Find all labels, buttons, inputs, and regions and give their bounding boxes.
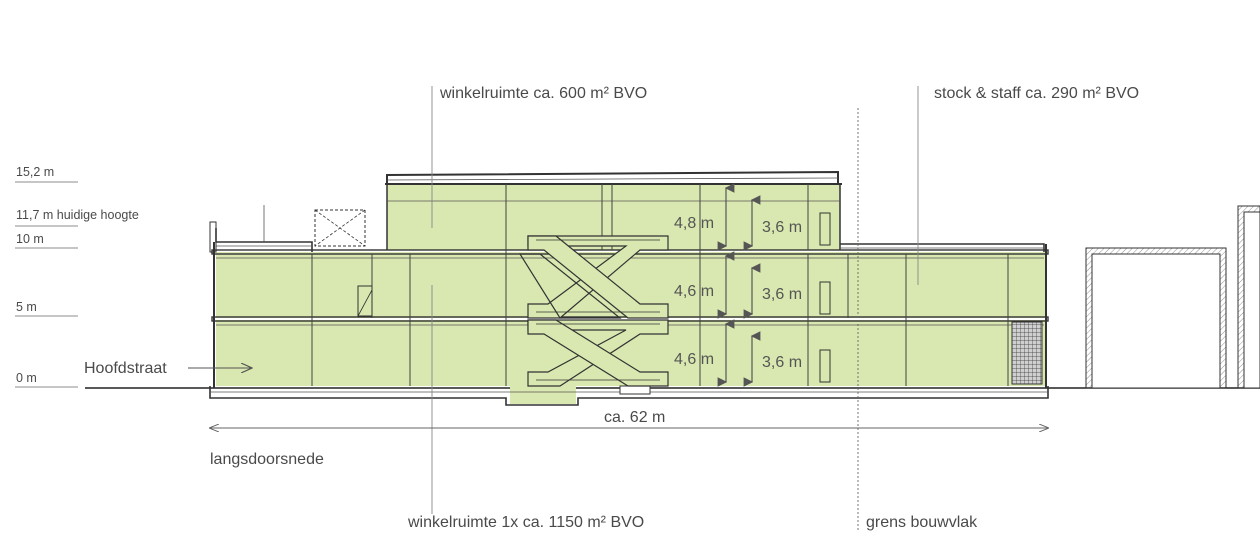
level-markers: 15,2 m 11,7 m huidige hoogte 10 m 5 m 0 … (15, 165, 139, 388)
section-title: langsdoorsnede (210, 451, 324, 468)
clear-height-label: 3,6 m (762, 219, 802, 236)
street-label: Hoofdstraat (84, 360, 167, 377)
escalator-pit (510, 386, 576, 404)
level-label: 11,7 m huidige hoogte (16, 208, 139, 222)
gross-height-label: 4,6 m (674, 283, 714, 300)
gross-height-label: 4,8 m (674, 215, 714, 232)
length-label: ca. 62 m (604, 409, 665, 426)
boundary-label: grens bouwvlak (866, 514, 978, 531)
clear-height-label: 3,6 m (762, 286, 802, 303)
level-label: 0 m (16, 371, 37, 385)
gross-height-label: 4,6 m (674, 351, 714, 368)
neighbour-buildings (1085, 205, 1260, 389)
top-retail-label: winkelruimte ca. 600 m² BVO (439, 85, 647, 102)
level-label: 5 m (16, 300, 37, 314)
level-label: 15,2 m (16, 165, 54, 179)
clear-height-label: 3,6 m (762, 354, 802, 371)
floor-height-dimensions: 4,8 m 3,6 m 4,6 m 3,6 m 4,6 m 3,6 m (674, 183, 802, 387)
level-label: 10 m (16, 232, 44, 246)
bottom-retail-label: winkelruimte 1x ca. 1150 m² BVO (407, 514, 644, 531)
stock-label: stock & staff ca. 290 m² BVO (934, 85, 1139, 102)
building-section (209, 170, 1049, 406)
